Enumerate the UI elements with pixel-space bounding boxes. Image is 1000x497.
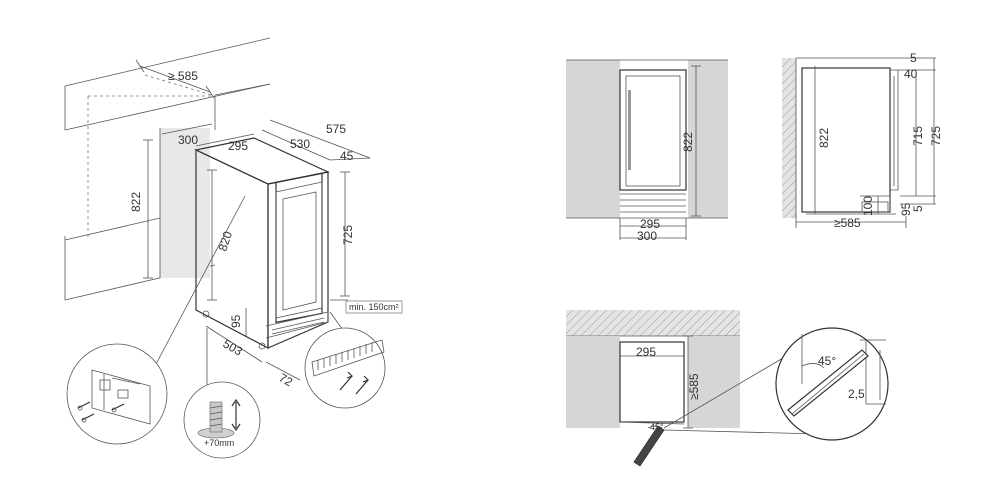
front-view: 822 295 300 — [566, 59, 728, 243]
top-angle-45: 45° — [650, 422, 664, 432]
bracket-detail-circle — [66, 343, 168, 445]
top-view: 295 ≥585 45° — [566, 310, 821, 467]
side-view: 822 5 40 715 725 100 95 5 ≥585 — [782, 51, 943, 230]
dim-575: 575 — [326, 122, 346, 136]
side-bottom-5: 5 — [911, 205, 925, 212]
hinge-detail-view: 45° 2,5 — [775, 327, 889, 441]
foot-detail-circle: +70mm — [183, 381, 261, 459]
foot-note: +70mm — [204, 438, 234, 448]
dim-295: 295 — [228, 139, 248, 153]
side-depth-585: ≥585 — [834, 216, 861, 230]
dim-95: 95 — [229, 314, 243, 328]
side-95: 95 — [899, 202, 913, 216]
dim-725: 725 — [341, 225, 355, 245]
dim-503: 503 — [221, 336, 246, 358]
dim-300: 300 — [178, 133, 198, 147]
top-depth-585: ≥585 — [687, 373, 701, 400]
side-40: 40 — [904, 67, 918, 81]
detail-gap-2-5: 2,5 — [848, 387, 865, 401]
side-725: 725 — [929, 126, 943, 146]
isometric-view: ≥ 585 300 822 295 530 575 45 — [64, 37, 403, 459]
top-width-295: 295 — [636, 345, 656, 359]
dim-585: ≥ 585 — [168, 69, 198, 83]
front-height-822: 822 — [681, 132, 695, 152]
side-715: 715 — [911, 126, 925, 146]
dim-530: 530 — [290, 137, 310, 151]
side-top-5: 5 — [910, 51, 917, 65]
vent-note: min. 150cm² — [349, 302, 399, 312]
side-height-822: 822 — [817, 128, 831, 148]
side-100: 100 — [861, 196, 875, 216]
wine-cooler-body — [194, 137, 330, 349]
dim-820: 820 — [216, 229, 236, 253]
dim-72: 72 — [277, 370, 296, 389]
detail-angle-45: 45° — [818, 354, 836, 368]
front-width-300: 300 — [637, 229, 657, 243]
front-width-295: 295 — [640, 217, 660, 231]
grille-detail-circle — [304, 327, 386, 409]
dim-822: 822 — [129, 192, 143, 212]
dim-45: 45 — [340, 149, 354, 163]
